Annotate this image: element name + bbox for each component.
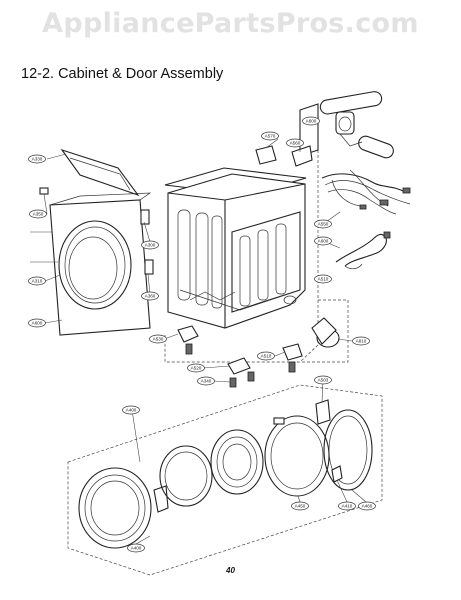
callout-bubble: A410 (338, 501, 356, 511)
callout-label: A510 (261, 354, 272, 359)
callout-label: A400 (126, 408, 137, 413)
callout-label: A810 (356, 339, 367, 344)
callout-label: A400 (131, 546, 142, 551)
callouts: A600 A570 A560 A330 A350 A300 A310 A360 … (28, 116, 376, 553)
callout-bubble: A450 (291, 501, 309, 511)
callout-label: A460 (362, 504, 373, 509)
page-number: 40 (226, 566, 235, 575)
callout-bubble: A503 (314, 375, 332, 385)
callout-label: A600 (318, 239, 329, 244)
callout-label: A340 (201, 379, 212, 384)
leader-lines (43, 121, 367, 545)
leveling-legs (177, 325, 303, 388)
callout-label: A600 (32, 321, 43, 326)
door-handle (153, 485, 169, 513)
callout-bubble: A340 (197, 376, 215, 386)
hinge (331, 465, 343, 483)
door-outer (78, 467, 152, 549)
power-cord (335, 231, 391, 270)
callout-bubble: A510 (314, 274, 332, 284)
callout-bubble: A560 (286, 138, 304, 148)
callout-bubble: A330 (28, 154, 46, 164)
callout-label: A520 (191, 366, 202, 371)
small-bracket-a570 (255, 145, 277, 165)
callout-bubble: A460 (358, 501, 376, 511)
callout-label: A550 (318, 222, 329, 227)
cabinet-body (167, 173, 306, 329)
callout-label: A330 (32, 157, 43, 162)
door-glass (210, 429, 264, 495)
callout-label: A510 (318, 277, 329, 282)
callout-bubble: A520 (187, 363, 205, 373)
callout-bubble: A510 (257, 351, 275, 361)
duct (311, 317, 340, 348)
callout-label: A450 (295, 504, 306, 509)
callout-label: A360 (145, 294, 156, 299)
callout-bubble: A310 (28, 276, 46, 286)
left-top-bracket (60, 148, 140, 197)
callout-label: A310 (32, 279, 43, 284)
callout-bubble: A570 (261, 131, 279, 141)
callout-bubble: A810 (352, 336, 370, 346)
callout-label: A300 (145, 243, 156, 248)
front-panel (30, 192, 154, 336)
callout-bubble: A400 (122, 405, 140, 415)
door-ring (159, 445, 213, 507)
wire-harness (321, 169, 411, 215)
small-bracket-a560 (291, 145, 313, 167)
clip (39, 187, 49, 195)
callout-label: A530 (153, 337, 164, 342)
callout-bubble: A550 (314, 219, 332, 229)
section-title: 12-2. Cabinet & Door Assembly (21, 66, 224, 82)
callout-bubble: A600 (302, 116, 320, 126)
callout-bubble: A600 (314, 236, 332, 246)
hose-assembly (299, 91, 394, 159)
door-inner-frame (264, 399, 331, 497)
callout-label: A560 (290, 141, 301, 146)
callout-label: A503 (318, 378, 329, 383)
callout-bubble: A600 (28, 318, 46, 328)
callout-label: A600 (306, 119, 317, 124)
callout-bubble: A530 (149, 334, 167, 344)
callout-bubble: A360 (141, 291, 159, 301)
cabinet-group-outline (164, 120, 319, 363)
door-gasket (323, 409, 373, 491)
callout-bubble: A300 (141, 240, 159, 250)
callout-bubble: A350 (29, 209, 47, 219)
callout-bubble: A400 (127, 543, 145, 553)
door-group-outline (67, 384, 383, 576)
watermark: AppliancePartsPros.com (42, 8, 419, 39)
cabinet-right-outline (300, 299, 349, 363)
callout-label: A570 (265, 134, 276, 139)
callout-label: A350 (33, 212, 44, 217)
callout-label: A410 (342, 504, 353, 509)
